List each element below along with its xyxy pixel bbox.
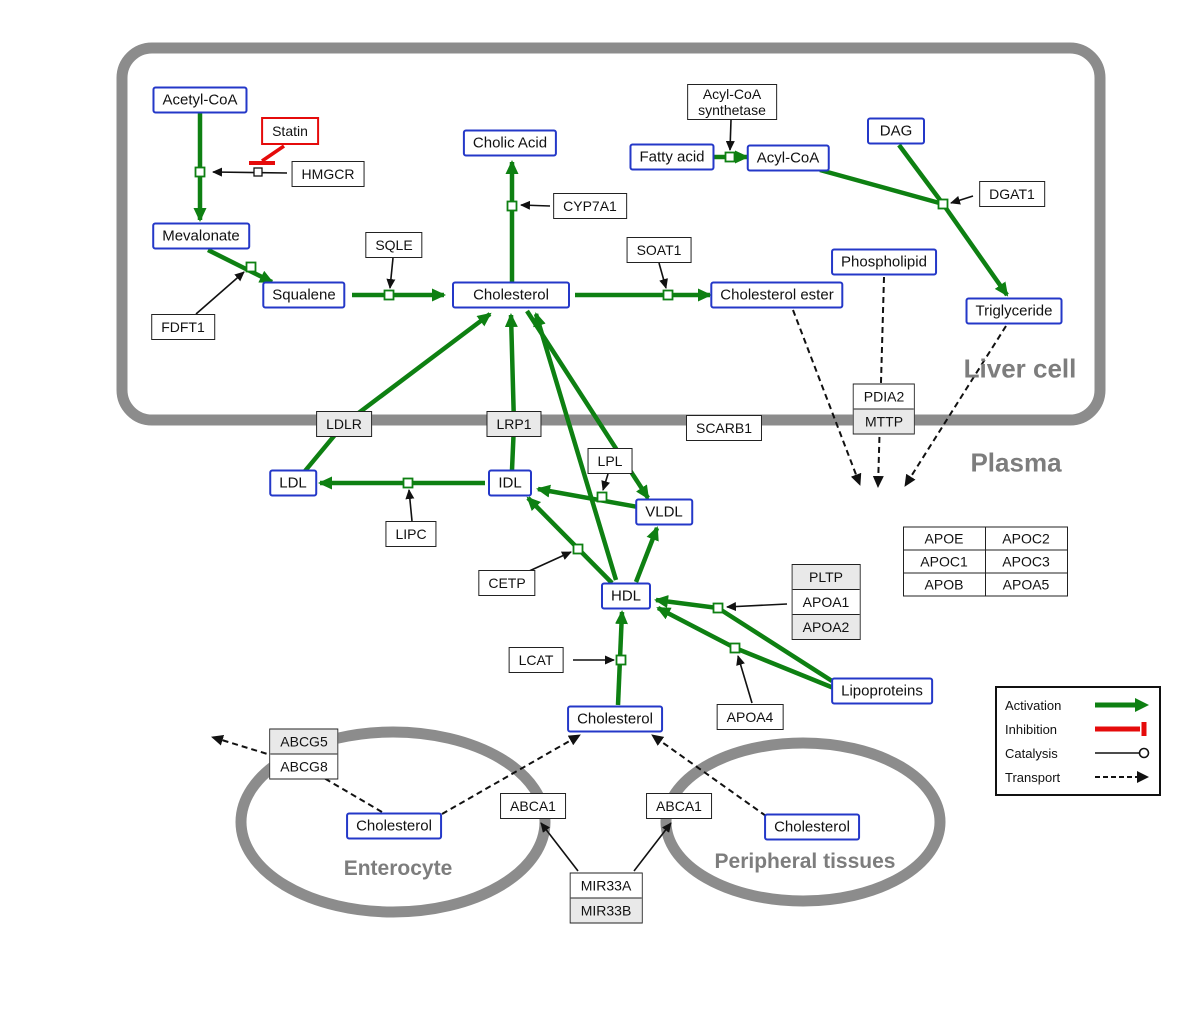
node-lipoproteins[interactable]: Lipoproteins	[831, 677, 933, 705]
enzyme-acyl-coa-synthetase[interactable]: Acyl-CoA synthetase	[687, 84, 777, 120]
enzyme-fdft1[interactable]: FDFT1	[151, 314, 215, 340]
enzyme-scarb1[interactable]: SCARB1	[685, 415, 763, 441]
enzyme-cyp7a1[interactable]: CYP7A1	[553, 193, 627, 219]
legend-catalysis-label: Catalysis	[1005, 745, 1058, 761]
peripheral-tissues-membrane	[660, 737, 946, 907]
node-cholesterol-liver[interactable]: Cholesterol	[452, 281, 570, 309]
node-statin[interactable]: Statin	[261, 117, 319, 145]
node-acyl-coa[interactable]: Acyl-CoA	[746, 144, 830, 172]
catalysis-circle-icon	[1095, 747, 1150, 759]
node-phospholipid[interactable]: Phospholipid	[831, 248, 937, 276]
legend-transport-label: Transport	[1005, 769, 1061, 785]
node-cholesterol-enterocyte[interactable]: Cholesterol	[346, 812, 442, 840]
legend-row-inhibition: Inhibition	[1005, 717, 1151, 741]
enzyme-acyl-coa-synthetase-line1: Acyl-CoA	[702, 86, 762, 102]
enzyme-mir33a[interactable]: MIR33A	[570, 873, 642, 898]
enzyme-abcg5[interactable]: ABCG5	[270, 729, 338, 754]
enzyme-lrp1[interactable]: LRP1	[486, 411, 542, 437]
plasma-label: Plasma	[970, 447, 1062, 478]
catalysis-edges	[195, 119, 974, 872]
transport-dashed-arrow-icon	[1095, 771, 1149, 783]
node-mevalonate[interactable]: Mevalonate	[152, 222, 250, 250]
enzyme-group-pdia2-mttp: PDIA2 MTTP	[852, 383, 916, 435]
enzyme-group-mir33: MIR33A MIR33B	[569, 872, 643, 924]
enzyme-hmgcr[interactable]: HMGCR	[291, 161, 365, 187]
reaction-nodes	[194, 151, 949, 666]
enzyme-mir33b[interactable]: MIR33B	[570, 897, 642, 923]
apo-cell-apoa5[interactable]: APOA5	[984, 572, 1068, 596]
node-squalene[interactable]: Squalene	[262, 281, 346, 309]
peripheral-tissues-label: Peripheral tissues	[714, 850, 896, 873]
apo-cell-apoc1[interactable]: APOC1	[902, 549, 986, 573]
enzyme-abca1-right[interactable]: ABCA1	[646, 793, 712, 819]
enzyme-pdia2[interactable]: PDIA2	[853, 384, 915, 409]
liver-cell-membrane	[116, 42, 1106, 426]
enzyme-group-abcg: ABCG5 ABCG8	[269, 728, 339, 780]
node-cholesterol-ester[interactable]: Cholesterol ester	[710, 281, 844, 309]
legend-row-transport: Transport	[1005, 765, 1151, 789]
activation-arrow-icon	[1095, 698, 1149, 712]
enzyme-lipc[interactable]: LIPC	[385, 521, 437, 547]
enzyme-apoa4[interactable]: APOA4	[716, 704, 784, 730]
enzyme-lpl[interactable]: LPL	[587, 448, 633, 474]
legend: Activation Inhibition Catalysis Transpor…	[995, 686, 1161, 796]
apo-cell-apoc3[interactable]: APOC3	[984, 549, 1068, 573]
inhibition-tbar-icon	[1095, 722, 1147, 736]
enterocyte-membrane	[235, 726, 551, 918]
enzyme-apoa2[interactable]: APOA2	[792, 614, 860, 639]
legend-row-catalysis: Catalysis	[1005, 741, 1151, 765]
enzyme-acyl-coa-synthetase-line2: synthetase	[698, 102, 766, 118]
apo-table: APOE APOC2 APOC1 APOC3 APOB APOA5	[902, 526, 1068, 596]
enterocyte-label: Enterocyte	[343, 857, 453, 880]
enzyme-apoa1[interactable]: APOA1	[792, 589, 860, 614]
node-triglyceride[interactable]: Triglyceride	[965, 297, 1063, 325]
node-dag[interactable]: DAG	[867, 117, 925, 145]
node-idl[interactable]: IDL	[488, 469, 532, 497]
inhibition-edge	[249, 144, 285, 165]
legend-row-activation: Activation	[1005, 693, 1151, 717]
catalysis-port	[253, 167, 263, 177]
enzyme-soat1[interactable]: SOAT1	[626, 237, 692, 263]
liver-cell-label: Liver cell	[963, 353, 1077, 384]
enzyme-ldlr[interactable]: LDLR	[316, 411, 372, 437]
node-cholesterol-plasma[interactable]: Cholesterol	[567, 705, 663, 733]
enzyme-pltp[interactable]: PLTP	[792, 565, 860, 589]
apo-cell-apoe[interactable]: APOE	[902, 526, 986, 550]
enzyme-mttp[interactable]: MTTP	[853, 408, 915, 434]
enzyme-dgat1[interactable]: DGAT1	[979, 181, 1045, 207]
legend-activation-label: Activation	[1005, 697, 1062, 713]
node-acetyl-coa[interactable]: Acetyl-CoA	[152, 86, 248, 114]
node-hdl[interactable]: HDL	[600, 582, 652, 610]
node-ldl[interactable]: LDL	[269, 469, 317, 497]
enzyme-cetp[interactable]: CETP	[478, 570, 536, 596]
node-fatty-acid[interactable]: Fatty acid	[629, 143, 715, 171]
legend-inhibition-label: Inhibition	[1005, 721, 1058, 737]
node-vldl[interactable]: VLDL	[635, 498, 693, 526]
enzyme-sqle[interactable]: SQLE	[365, 232, 423, 258]
apo-cell-apob[interactable]: APOB	[902, 572, 986, 596]
enzyme-abca1-left[interactable]: ABCA1	[500, 793, 566, 819]
enzyme-abcg8[interactable]: ABCG8	[270, 753, 338, 779]
enzyme-group-pltp-apoa: PLTP APOA1 APOA2	[791, 564, 861, 640]
enzyme-lcat[interactable]: LCAT	[508, 647, 564, 673]
apo-cell-apoc2[interactable]: APOC2	[984, 526, 1068, 550]
node-cholesterol-peripheral[interactable]: Cholesterol	[764, 813, 860, 841]
activation-edges	[193, 113, 1009, 706]
node-cholic-acid[interactable]: Cholic Acid	[462, 129, 558, 157]
